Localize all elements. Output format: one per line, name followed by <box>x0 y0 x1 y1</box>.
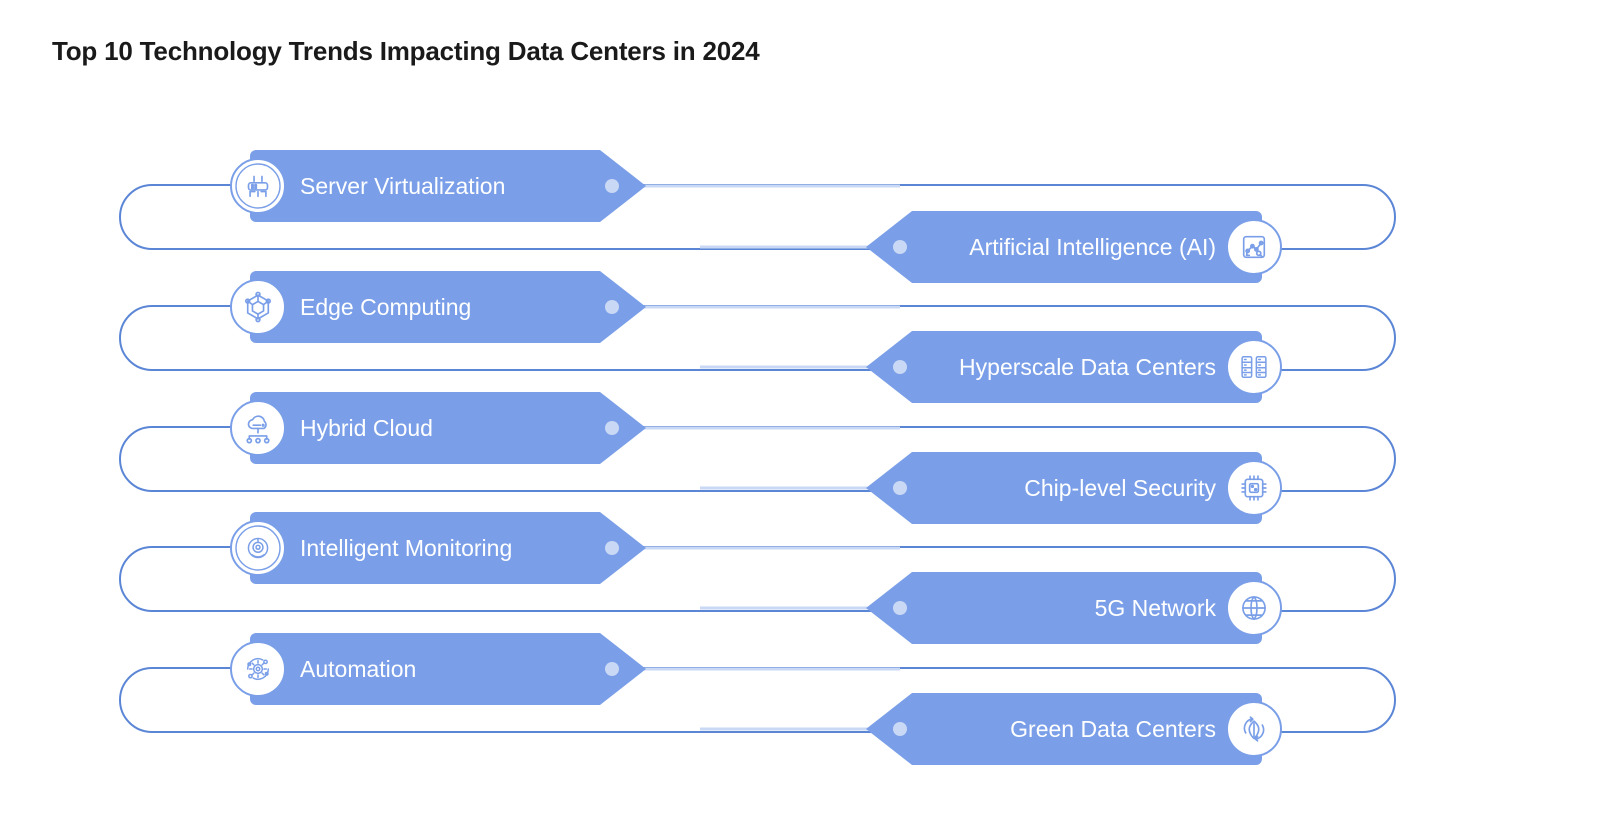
connector-dot <box>605 421 619 435</box>
node-artificial-intelligence[interactable]: Artificial Intelligence (AI) <box>700 211 1282 283</box>
node-hyperscale-data-centers[interactable]: Hyperscale Data Centers <box>700 331 1282 403</box>
node-label: Green Data Centers <box>1010 716 1216 742</box>
node-label: Intelligent Monitoring <box>300 535 512 561</box>
pair-group-5: Automation Green Data Centers <box>119 633 1396 765</box>
node-hybrid-cloud[interactable]: Hybrid Cloud <box>230 392 900 464</box>
connector-dot <box>893 722 907 736</box>
track-cap-left-1 <box>119 184 153 218</box>
pair-group-3: Hybrid Cloud Chip-level Security <box>119 392 1396 524</box>
pair-group-4: Intelligent Monitoring 5G Network <box>119 512 1396 644</box>
track-cap-bottom-2 <box>119 337 237 371</box>
track-cap-bottom-3 <box>119 458 237 492</box>
node-chevron <box>250 271 646 343</box>
pair-group-2: Edge Computing Hyperscale Data Centers <box>119 271 1396 403</box>
connector-dot <box>893 360 907 374</box>
icon-circle <box>230 641 286 697</box>
node-chevron <box>250 512 646 584</box>
node-chevron <box>250 633 646 705</box>
node-server-virtualization[interactable]: Server Virtualization <box>230 150 900 222</box>
connector-dot <box>605 541 619 555</box>
node-chip-level-security[interactable]: Chip-level Security <box>700 452 1282 524</box>
node-label: Automation <box>300 656 416 682</box>
node-chevron <box>250 150 646 222</box>
track-path-1 <box>152 184 1396 250</box>
node-label: 5G Network <box>1095 595 1217 621</box>
connector-dot <box>893 601 907 615</box>
track-cap-bottom-4 <box>119 578 237 612</box>
track-cap-left-2 <box>119 305 153 339</box>
node-label: Artificial Intelligence (AI) <box>969 234 1216 260</box>
node-chevron <box>866 572 1262 644</box>
node-chevron <box>250 392 646 464</box>
globe-grid-icon <box>1242 596 1266 620</box>
node-chevron <box>866 331 1262 403</box>
node-chevron <box>866 693 1262 765</box>
track-path-2 <box>152 305 1396 371</box>
node-edge-computing[interactable]: Edge Computing <box>230 271 900 343</box>
node-label: Hyperscale Data Centers <box>959 354 1216 380</box>
track-cap-bottom-1 <box>119 216 237 250</box>
track-path-4 <box>152 546 1396 612</box>
node-5g-network[interactable]: 5G Network <box>700 572 1282 644</box>
connector-dot <box>893 481 907 495</box>
node-label: Server Virtualization <box>300 173 505 199</box>
node-chevron <box>866 452 1262 524</box>
node-green-data-centers[interactable]: Green Data Centers <box>700 693 1282 765</box>
track-cap-bottom-5 <box>119 699 237 733</box>
icon-circle <box>230 158 286 214</box>
track-cap-left-4 <box>119 546 153 580</box>
connector-dot <box>605 300 619 314</box>
node-intelligent-monitoring[interactable]: Intelligent Monitoring <box>230 512 900 584</box>
connector-dot <box>893 240 907 254</box>
icon-circle <box>230 279 286 335</box>
page-title: Top 10 Technology Trends Impacting Data … <box>52 36 760 66</box>
node-automation[interactable]: Automation <box>230 633 900 705</box>
node-label: Hybrid Cloud <box>300 415 433 441</box>
track-cap-left-3 <box>119 426 153 460</box>
track-path-5 <box>152 667 1396 733</box>
icon-circle <box>230 520 286 576</box>
icon-circle <box>1226 339 1282 395</box>
icon-circle <box>1226 460 1282 516</box>
pair-group-1: Server Virtualization Artificial Intelli… <box>119 150 1396 283</box>
node-label: Edge Computing <box>300 294 471 320</box>
track-path-3 <box>152 426 1396 492</box>
icon-circle-inner <box>235 163 281 209</box>
icon-circle-inner <box>235 525 281 571</box>
node-chevron <box>866 211 1262 283</box>
node-label: Chip-level Security <box>1024 475 1216 501</box>
connector-dot <box>605 179 619 193</box>
connector-dot <box>605 662 619 676</box>
track-cap-left-5 <box>119 667 153 701</box>
